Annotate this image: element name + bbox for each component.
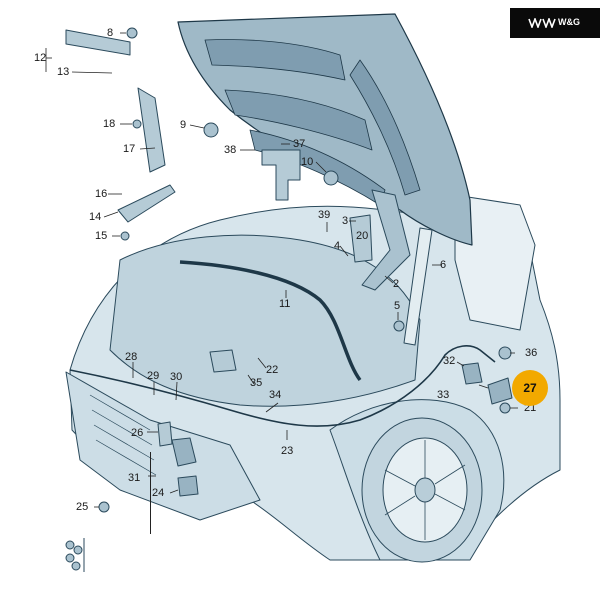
bracket-37 <box>261 149 301 201</box>
brand-text: W&G <box>558 17 580 27</box>
callout-28: 28 <box>125 351 138 363</box>
callout-32: 32 <box>443 355 456 367</box>
callout-36: 36 <box>525 347 538 359</box>
grille-lines <box>89 394 157 476</box>
callout-33: 27 <box>523 381 537 395</box>
callout-6: 6 <box>440 259 447 271</box>
bolt-group <box>65 540 83 571</box>
callout-30: 30 <box>170 371 183 383</box>
hood-hinge <box>361 189 411 291</box>
callout-12: 12 <box>34 52 47 64</box>
windshield <box>454 194 536 331</box>
callout-39: 39 <box>318 209 331 221</box>
lock-32 <box>461 362 483 385</box>
hood-inner-ribs <box>204 39 421 206</box>
brand-logo-icon <box>528 18 556 28</box>
callout-24: 31 <box>128 472 141 484</box>
callout-31: 23 <box>281 445 294 457</box>
release-cable <box>69 345 496 427</box>
callout-10: 10 <box>301 156 314 168</box>
bracket-23 <box>157 421 173 447</box>
lock-24 <box>171 437 197 467</box>
clip-15 <box>120 231 130 241</box>
bolt-5 <box>393 320 405 332</box>
callout-4: 4 <box>334 240 341 252</box>
bracket-14 <box>117 184 176 223</box>
trim-strip-12 <box>65 29 131 56</box>
callout-18: 18 <box>103 118 116 130</box>
callout-29: 29 <box>147 370 160 382</box>
hood-seal <box>179 260 362 382</box>
clip-18 <box>132 119 142 129</box>
callout-35: 33 <box>437 389 450 401</box>
callout-5: 5 <box>394 300 401 312</box>
lock-33 <box>487 377 513 405</box>
callout-27: 25 <box>76 501 89 513</box>
callout-11: 11 <box>279 298 291 310</box>
leader-lines <box>45 32 518 508</box>
callout-23: 26 <box>131 427 144 439</box>
callout-20: 20 <box>356 230 369 242</box>
callout-17: 17 <box>123 143 136 155</box>
callout-37: 37 <box>293 138 306 150</box>
wheel-spokes <box>384 440 466 540</box>
callout-8: 8 <box>107 27 114 39</box>
grommet-36 <box>498 346 512 360</box>
bolt-34 <box>499 402 511 414</box>
bolt-27 <box>98 501 110 513</box>
lock-25 <box>177 475 199 497</box>
callout-16: 16 <box>95 188 108 200</box>
engine-bay <box>109 234 421 407</box>
callout-13: 13 <box>57 66 70 78</box>
callout-21: 35 <box>250 377 263 389</box>
callout-2: 2 <box>393 278 400 290</box>
cap-9 <box>203 122 219 138</box>
callout-14: 14 <box>89 211 102 223</box>
bracket-22 <box>209 349 237 373</box>
callout-26: 34 <box>269 389 282 401</box>
wheel-hub <box>414 477 436 503</box>
callout-15: 15 <box>95 230 108 242</box>
callout-9: 9 <box>180 119 187 131</box>
bracket-17 <box>137 87 166 173</box>
callout-25: 24 <box>152 487 165 499</box>
highlighted-callout-33: 27 <box>512 370 548 406</box>
callout-24-bracket <box>150 452 157 534</box>
callout-3: 3 <box>342 215 349 227</box>
callout-22: 22 <box>266 364 279 376</box>
brand-badge: W&G <box>510 8 600 38</box>
callout-38: 38 <box>224 144 237 156</box>
gas-strut <box>403 227 433 346</box>
clip-8 <box>126 27 138 39</box>
cap-10 <box>323 170 339 186</box>
bracket-20 <box>349 214 373 263</box>
